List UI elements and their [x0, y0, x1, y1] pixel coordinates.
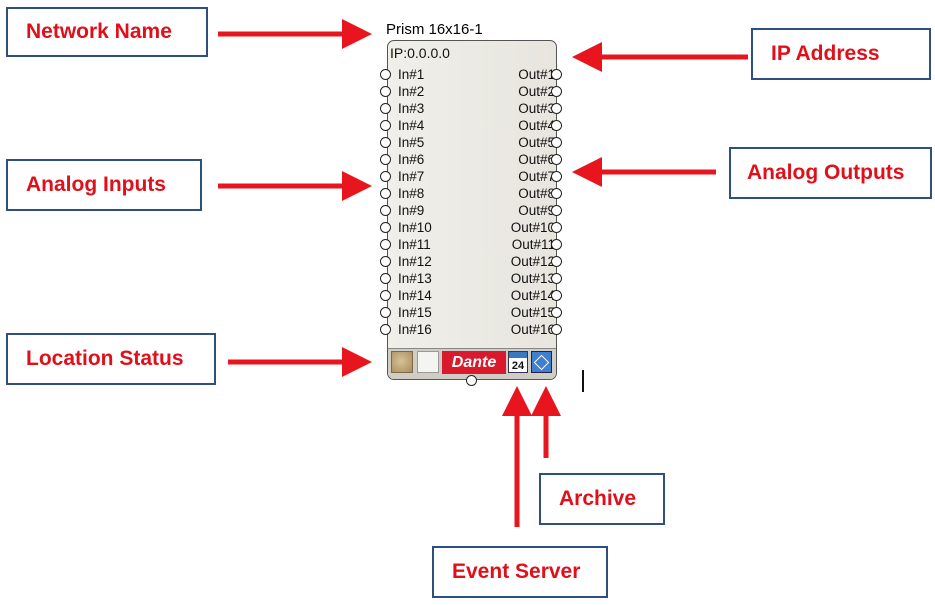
device-ip-address: IP:0.0.0.0	[390, 45, 450, 61]
callout-analog-outputs: Analog Outputs	[729, 147, 932, 199]
input-port[interactable]	[380, 256, 391, 267]
output-port[interactable]	[551, 154, 562, 165]
input-label: In#15	[398, 305, 432, 320]
input-port[interactable]	[380, 86, 391, 97]
output-label: Out#11	[511, 237, 555, 252]
output-port[interactable]	[551, 69, 562, 80]
input-port[interactable]	[380, 324, 391, 335]
callout-analog-inputs: Analog Inputs	[6, 159, 202, 211]
status-blank-slot	[417, 351, 439, 373]
input-label: In#5	[398, 135, 425, 150]
input-port[interactable]	[380, 188, 391, 199]
input-port[interactable]	[380, 273, 391, 284]
output-port[interactable]	[551, 307, 562, 318]
output-label: Out#4	[518, 118, 555, 133]
output-port[interactable]	[551, 256, 562, 267]
output-port[interactable]	[551, 103, 562, 114]
archive-icon[interactable]	[531, 351, 552, 373]
output-port[interactable]	[551, 171, 562, 182]
callout-archive: Archive	[539, 473, 665, 525]
input-port[interactable]	[380, 239, 391, 250]
input-port[interactable]	[380, 205, 391, 216]
input-label: In#7	[398, 169, 425, 184]
output-port[interactable]	[551, 120, 562, 131]
input-label: In#3	[398, 101, 425, 116]
input-label: In#14	[398, 288, 432, 303]
callout-event-server: Event Server	[432, 546, 608, 598]
input-label: In#8	[398, 186, 425, 201]
output-port[interactable]	[551, 239, 562, 250]
callout-ip-address: IP Address	[751, 28, 931, 80]
input-port[interactable]	[380, 154, 391, 165]
input-label: In#4	[398, 118, 425, 133]
output-label: Out#3	[518, 101, 555, 116]
input-port[interactable]	[380, 69, 391, 80]
output-port[interactable]	[551, 137, 562, 148]
input-port[interactable]	[380, 120, 391, 131]
input-port[interactable]	[380, 137, 391, 148]
input-label: In#6	[398, 152, 425, 167]
input-label: In#10	[398, 220, 432, 235]
output-label: Out#5	[518, 135, 555, 150]
input-label: In#2	[398, 84, 425, 99]
text-cursor	[582, 370, 584, 392]
input-label: In#13	[398, 271, 432, 286]
output-label: Out#9	[518, 203, 555, 218]
output-label: Out#10	[510, 220, 555, 235]
dante-label: Dante	[451, 353, 497, 371]
output-label: Out#14	[510, 288, 555, 303]
output-port[interactable]	[551, 222, 562, 233]
input-label: In#1	[398, 67, 425, 82]
output-label: Out#1	[518, 67, 555, 82]
input-port[interactable]	[380, 307, 391, 318]
output-port[interactable]	[551, 205, 562, 216]
output-label: Out#13	[510, 271, 555, 286]
input-port[interactable]	[380, 290, 391, 301]
input-label: In#9	[398, 203, 425, 218]
device-network-name: Prism 16x16-1	[386, 21, 483, 38]
output-port[interactable]	[551, 86, 562, 97]
output-port[interactable]	[551, 273, 562, 284]
output-label: Out#6	[518, 152, 555, 167]
output-label: Out#12	[510, 254, 555, 269]
input-port[interactable]	[380, 222, 391, 233]
output-port[interactable]	[551, 188, 562, 199]
archive-glyph	[533, 354, 550, 370]
location-status-indicator[interactable]	[391, 351, 413, 373]
output-label: Out#7	[518, 169, 555, 184]
input-label: In#16	[398, 322, 432, 337]
input-label: In#11	[398, 237, 431, 252]
output-label: Out#2	[518, 84, 555, 99]
input-port[interactable]	[380, 171, 391, 182]
bottom-connector-port[interactable]	[466, 375, 477, 386]
output-port[interactable]	[551, 324, 562, 335]
event-server-calendar-icon[interactable]: 24	[508, 351, 528, 373]
input-port[interactable]	[380, 103, 391, 114]
output-port[interactable]	[551, 290, 562, 301]
output-label: Out#15	[510, 305, 555, 320]
input-label: In#12	[398, 254, 432, 269]
output-label: Out#16	[510, 322, 555, 337]
output-label: Out#8	[518, 186, 555, 201]
dante-logo: Dante	[442, 351, 506, 374]
event-day-label: 24	[511, 360, 525, 372]
callout-network-name: Network Name	[6, 7, 208, 57]
callout-location-status: Location Status	[6, 333, 216, 385]
